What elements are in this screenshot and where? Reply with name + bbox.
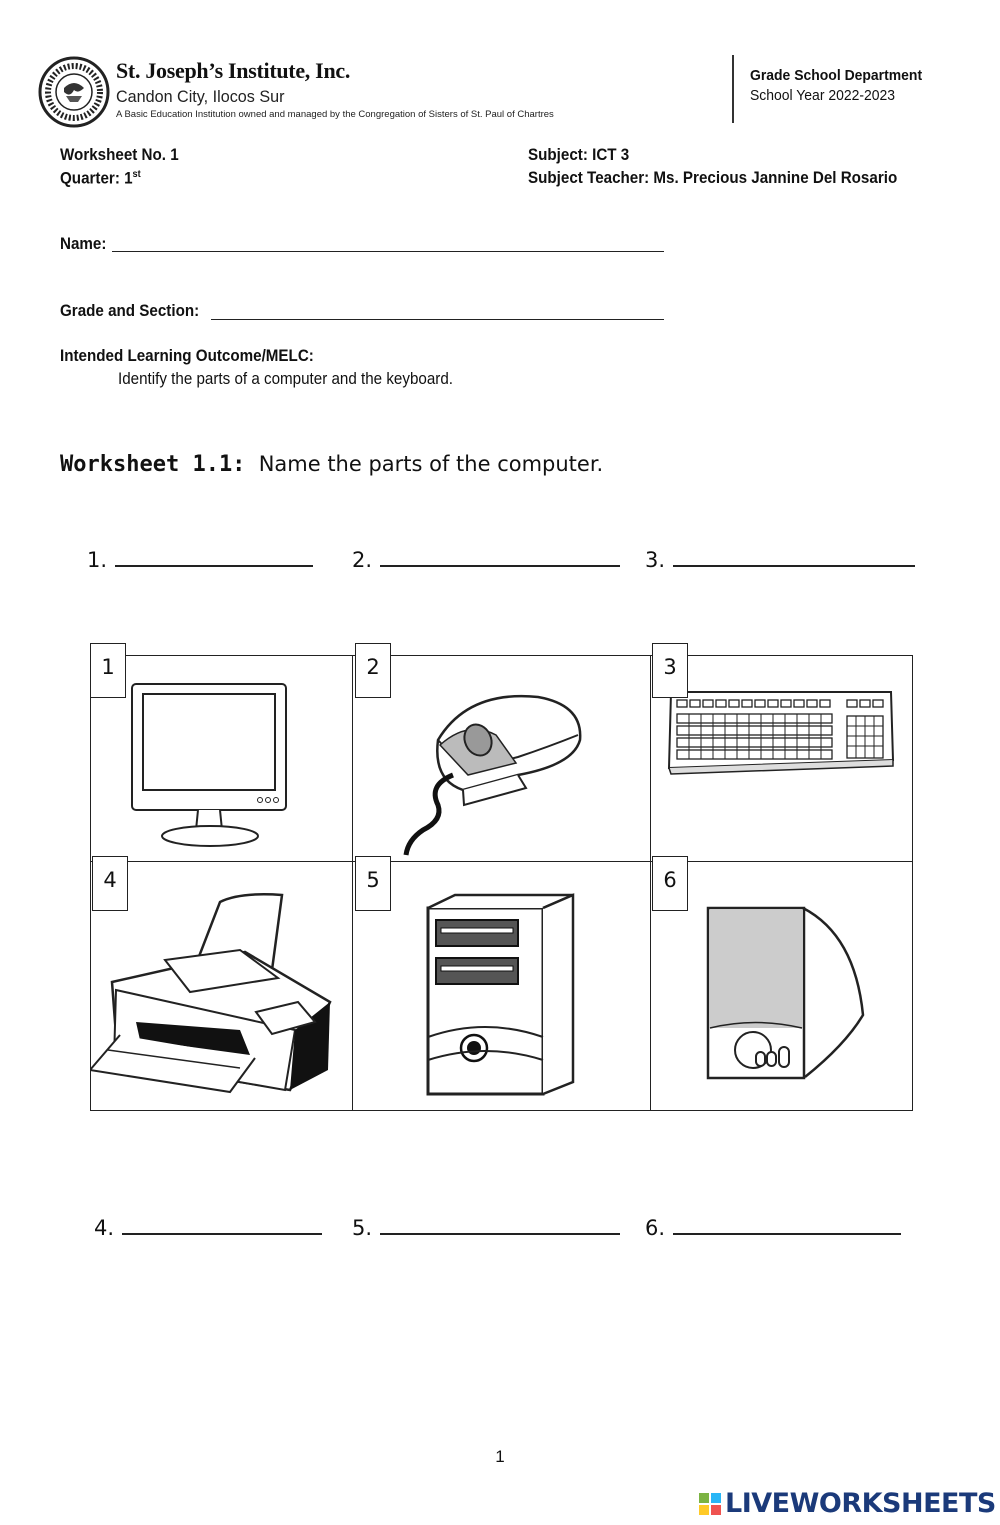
grid-divider <box>352 655 353 1111</box>
answer-1-blank[interactable] <box>115 547 314 567</box>
liveworksheets-logo-icon <box>699 1493 721 1515</box>
worksheet-title-text: Name the parts of the computer. <box>258 452 604 476</box>
page-number: 1 <box>495 1447 505 1466</box>
answer-5-label: 5. <box>352 1216 373 1240</box>
answer-5-blank[interactable] <box>380 1215 621 1235</box>
worksheet-title: Worksheet 1.1: Name the parts of the com… <box>60 452 603 477</box>
quarter-suffix: st <box>132 169 141 180</box>
grid-divider <box>90 861 913 862</box>
answer-4: 4. <box>94 1215 323 1240</box>
answer-6-blank[interactable] <box>673 1215 902 1235</box>
answer-6: 6. <box>645 1215 902 1240</box>
institution-name: St. Joseph’s Institute, Inc. <box>116 58 351 83</box>
cell-number-5: 5 <box>355 856 391 911</box>
answer-2: 2. <box>352 547 621 572</box>
outcome-text: Identify the parts of a computer and the… <box>118 370 454 388</box>
cell-number-3: 3 <box>652 643 688 698</box>
keyboard-icon <box>667 691 895 775</box>
cell-number-1: 1 <box>90 643 126 698</box>
name-input-line[interactable] <box>112 251 664 252</box>
answer-6-label: 6. <box>645 1216 666 1240</box>
name-label: Name: <box>60 235 107 253</box>
grade-section-label: Grade and Section: <box>60 302 200 320</box>
quarter-text: Quarter: 1 <box>60 169 133 188</box>
answer-3-label: 3. <box>645 548 666 572</box>
grid-divider <box>650 655 651 1111</box>
department-label: Grade School Department <box>750 67 923 84</box>
answer-3: 3. <box>645 547 916 572</box>
worksheet-number: Worksheet No. 1 <box>60 146 179 164</box>
speaker-icon <box>706 906 865 1080</box>
cell-number-6: 6 <box>652 856 688 911</box>
grade-section-input-line[interactable] <box>211 319 664 320</box>
subject-label: Subject: ICT 3 <box>528 146 630 164</box>
worksheet-title-number: Worksheet 1.1: <box>60 452 246 477</box>
answer-5: 5. <box>352 1215 621 1240</box>
cell-number-4: 4 <box>92 856 128 911</box>
answer-1: 1. <box>87 547 314 572</box>
cell-number-2: 2 <box>355 643 391 698</box>
answer-2-blank[interactable] <box>380 547 621 567</box>
mouse-icon <box>403 694 582 856</box>
outcome-label: Intended Learning Outcome/MELC: <box>60 347 314 365</box>
printer-icon <box>90 893 332 1094</box>
institution-city: Candon City, Ilocos Sur <box>116 87 285 106</box>
teacher-label: Subject Teacher: Ms. Precious Jannine De… <box>528 169 898 187</box>
institution-tagline: A Basic Education Institution owned and … <box>116 109 554 120</box>
header-divider <box>732 55 734 123</box>
school-year-label: School Year 2022-2023 <box>750 87 896 104</box>
computer-parts-grid <box>90 655 913 1111</box>
quarter-label: Quarter: 1st <box>60 169 141 189</box>
liveworksheets-brand[interactable]: LIVEWORKSHEETS <box>725 1488 996 1519</box>
answer-4-label: 4. <box>94 1216 115 1240</box>
answer-1-label: 1. <box>87 548 108 572</box>
school-seal-logo <box>38 56 110 128</box>
answer-2-label: 2. <box>352 548 373 572</box>
monitor-icon <box>131 683 287 847</box>
answer-3-blank[interactable] <box>673 547 916 567</box>
system-unit-icon <box>426 893 575 1096</box>
answer-4-blank[interactable] <box>122 1215 323 1235</box>
